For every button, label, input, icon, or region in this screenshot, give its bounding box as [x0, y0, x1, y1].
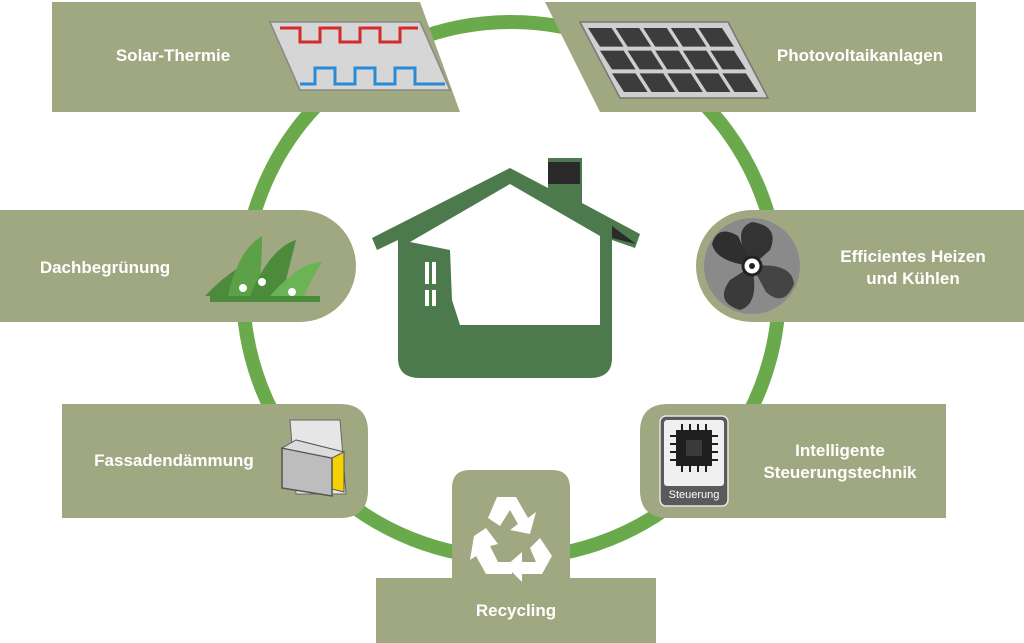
grass-flowers-icon	[205, 236, 322, 302]
label-heizen-kuehlen-line1: Efficientes Heizen	[840, 247, 986, 266]
label-steuerungstechnik: Intelligente Steuerungstechnik	[740, 440, 940, 484]
pv-cell	[588, 28, 624, 47]
pv-cell	[682, 50, 719, 70]
pv-cell	[639, 73, 676, 92]
pv-cell	[670, 28, 707, 47]
pv-cell	[600, 50, 636, 70]
recycle-icon	[470, 497, 552, 582]
pv-cell	[643, 28, 679, 47]
pv-cell	[667, 73, 703, 92]
pv-cell	[710, 50, 746, 70]
label-solar-thermie: Solar-Thermie	[115, 46, 231, 65]
label-heizen-kuehlen: Efficientes Heizen und Kühlen	[818, 246, 1008, 290]
pv-cell	[698, 28, 734, 47]
pv-cell	[655, 50, 691, 70]
solar-panel-icon	[578, 21, 770, 99]
pv-cell	[612, 73, 648, 92]
house-icon	[372, 158, 640, 378]
pv-cell	[722, 73, 758, 92]
panel-recycling	[376, 470, 656, 643]
label-photovoltaik: Photovoltaikanlagen	[776, 46, 944, 65]
label-steuerungstechnik-line1: Intelligente	[795, 441, 885, 460]
label-heizen-kuehlen-line2: und Kühlen	[866, 269, 960, 288]
solar-collector-icon	[268, 21, 452, 91]
insulation-layers-icon	[280, 419, 347, 497]
pv-cell	[615, 28, 652, 47]
label-steuerungstechnik-line2: Steuerungstechnik	[763, 463, 917, 482]
label-recycling: Recycling	[475, 601, 557, 620]
pv-cell	[694, 73, 731, 92]
microchip-caption: Steuerung	[668, 489, 720, 501]
fan-icon	[704, 218, 800, 314]
pv-cell	[627, 50, 664, 70]
label-fassadendaemmung: Fassadendämmung	[94, 451, 254, 470]
microchip-icon	[659, 415, 729, 507]
label-dachbegruenung: Dachbegrünung	[39, 258, 171, 277]
